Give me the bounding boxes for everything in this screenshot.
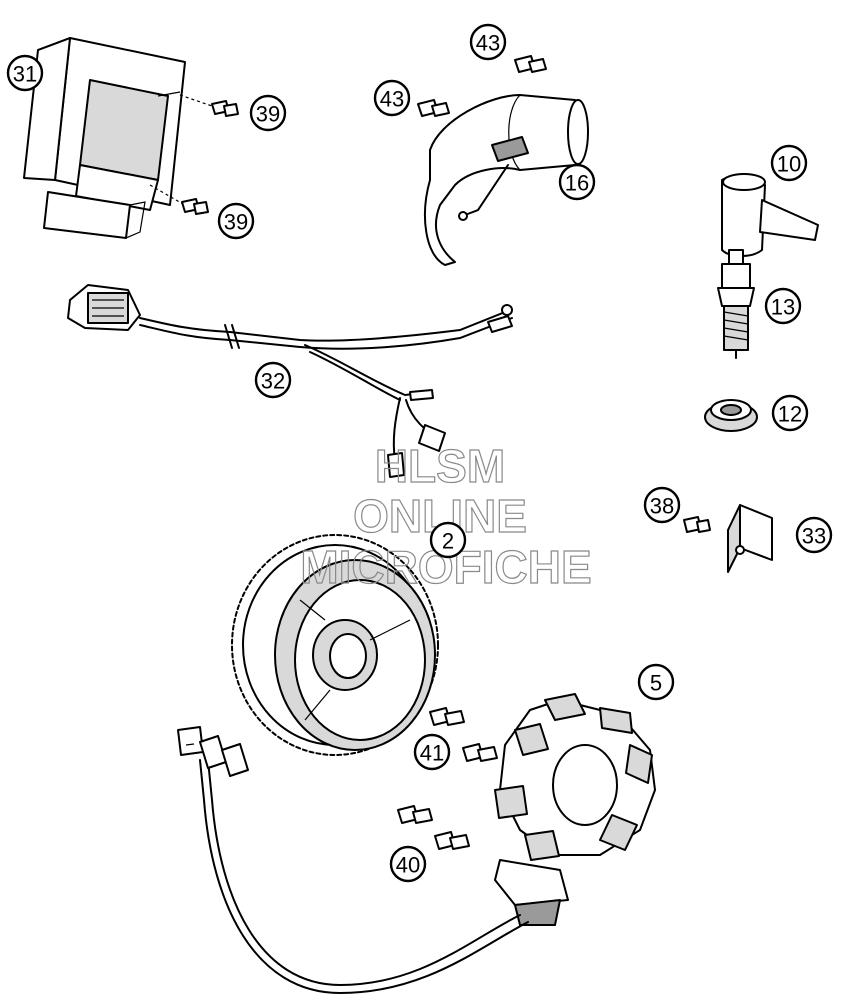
callout-33: 33 [795,516,833,554]
callout-12-label: 12 [778,402,802,427]
bolt-39-lower [149,184,209,215]
callout-43-lower-label: 43 [380,87,404,112]
callout-39-lower-label: 39 [224,210,248,235]
callout-33-label: 33 [802,524,826,549]
callout-43-lower: 43 [373,79,411,117]
grommet-part [704,399,758,432]
callout-39-upper: 39 [249,94,287,132]
bolt-39-upper [179,94,239,117]
callout-2: 2 [429,521,467,559]
sensor-part-33 [727,504,773,573]
callout-5-label: 5 [650,671,662,696]
bolt-41-upper [429,707,465,726]
spark-plug-cap-part [721,173,819,257]
callout-16: 16 [558,163,596,201]
flywheel-part [231,534,439,756]
watermark-line-1: HLSM [375,440,505,492]
bolt-43-lower [417,99,450,117]
callout-40: 40 [389,845,427,883]
callout-10-label: 10 [777,152,801,177]
spark-plug-part [717,249,755,359]
callout-16-label: 16 [565,171,589,196]
callout-38: 38 [643,486,681,524]
callout-5: 5 [637,663,675,701]
bolt-40-upper [397,805,433,824]
stator-part [494,693,656,926]
bolt-40-lower [434,831,470,850]
callout-32: 32 [254,361,292,399]
callout-40-label: 40 [396,853,420,878]
callout-31: 31 [6,54,44,92]
callout-32-label: 32 [261,369,285,394]
stator-wiring-part [177,726,529,995]
ignition-coil-part [424,94,589,266]
wiring-harness-part [67,284,513,478]
callout-12: 12 [771,394,809,432]
callout-39-lower: 39 [217,202,255,240]
callout-31-label: 31 [13,62,37,87]
bolt-41-lower [462,743,498,762]
bolt-43-upper [514,55,547,73]
watermark: HLSM ONLINE MICROFICHE [300,439,593,593]
callout-13-label: 13 [771,295,795,320]
cdi-unit-part [23,37,186,239]
callout-39-upper-label: 39 [256,102,280,127]
callout-43-upper: 43 [469,23,507,61]
bolt-38-part [683,516,711,533]
callout-2-label: 2 [442,529,454,554]
callout-10: 10 [770,144,808,182]
callout-38-label: 38 [650,494,674,519]
callout-41-label: 41 [420,741,444,766]
callout-43-upper-label: 43 [476,31,500,56]
callout-13: 13 [764,287,802,325]
callout-41: 41 [413,733,451,771]
